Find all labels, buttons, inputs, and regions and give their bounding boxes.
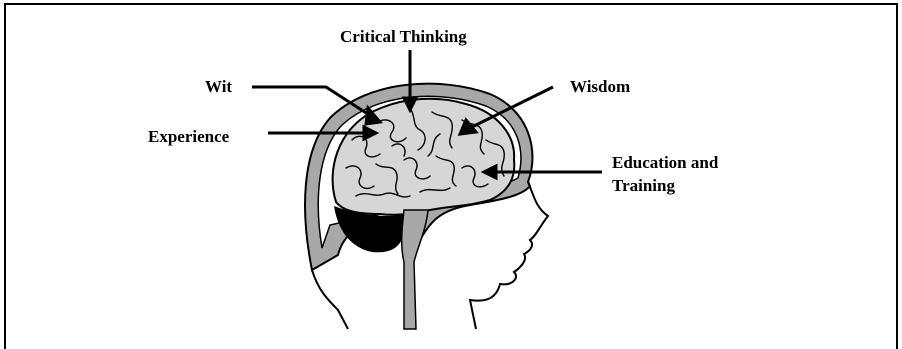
label-experience: Experience: [148, 126, 229, 148]
label-education-line2: Training: [612, 175, 675, 197]
brain-stem: [402, 210, 428, 329]
label-critical-thinking: Critical Thinking: [340, 26, 467, 48]
label-wit: Wit: [205, 76, 232, 98]
label-education-line1: Education and: [612, 152, 718, 174]
label-wisdom: Wisdom: [570, 76, 630, 98]
